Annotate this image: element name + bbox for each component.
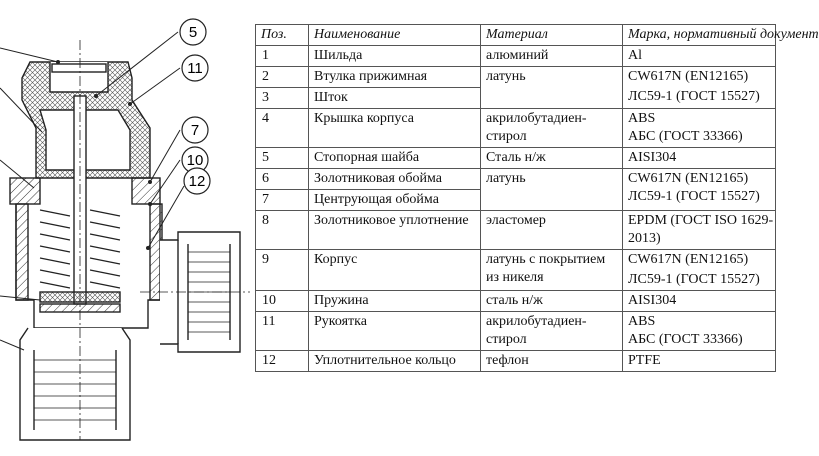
- cell-material: алюминий: [480, 45, 623, 67]
- cell-name: Крышка корпуса: [308, 108, 481, 148]
- cell-material: акрилобутадиен-стирол: [480, 108, 623, 148]
- table-row: 8 Золотниковое уплотнение эластомер EPDM…: [255, 210, 776, 250]
- table-row: 9 Корпус латунь с покрытием из никеля CW…: [255, 249, 776, 291]
- cell-name: Уплотнительное кольцо: [308, 350, 481, 372]
- cell-name: Шток: [308, 87, 481, 109]
- cell-material: латунь с покрытием из никеля: [480, 249, 623, 291]
- cell-pos: 7: [255, 189, 309, 211]
- cell-pos: 9: [255, 249, 309, 291]
- cell-mark: Al: [622, 45, 776, 67]
- svg-text:12: 12: [189, 173, 206, 190]
- cell-pos: 3: [255, 87, 309, 109]
- cell-name: Золотниковое уплотнение: [308, 210, 481, 250]
- cell-name: Корпус: [308, 249, 481, 291]
- table-row: 4 Крышка корпуса акрилобутадиен-стирол A…: [255, 108, 776, 148]
- header-pos: Поз.: [255, 24, 309, 46]
- table-row: 5 Стопорная шайба Сталь н/ж AISI304: [255, 147, 776, 169]
- cell-pos: 10: [255, 290, 309, 312]
- cell-material: латунь: [480, 66, 623, 109]
- cell-pos: 5: [255, 147, 309, 169]
- cell-name: Втулка прижимная: [308, 66, 481, 88]
- header-mark: Марка, нормативный документ: [622, 24, 819, 46]
- svg-text:5: 5: [189, 24, 197, 41]
- table-row: 6 Золотниковая обойма латунь CW617N (EN1…: [255, 168, 776, 211]
- callout-11: 11: [181, 54, 209, 82]
- cell-name: Рукоятка: [308, 311, 481, 351]
- table-row: 7 Центрующая обойма: [255, 189, 776, 211]
- header-material: Материал: [480, 24, 623, 46]
- cell-mark: AISI304: [622, 290, 776, 312]
- callout-7: 7: [181, 116, 209, 144]
- table-row: 12 Уплотнительное кольцо тефлон PTFE: [255, 350, 776, 372]
- table-header-row: Поз. Наименование Материал Марка, нормат…: [255, 24, 819, 46]
- cell-name: Пружина: [308, 290, 481, 312]
- cell-material: эластомер: [480, 210, 623, 250]
- cell-name: Шильда: [308, 45, 481, 67]
- cell-material: акрилобутадиен-стирол: [480, 311, 623, 351]
- cell-mark: AISI304: [622, 147, 776, 169]
- cell-pos: 8: [255, 210, 309, 250]
- table-row: 1 Шильда алюминий Al: [255, 45, 776, 67]
- spec-table: Поз. Наименование Материал Марка, нормат…: [255, 24, 819, 372]
- cell-material: тефлон: [480, 350, 623, 372]
- cell-material: сталь н/ж: [480, 290, 623, 312]
- svg-text:10: 10: [187, 152, 204, 169]
- callout-10: 10: [181, 146, 209, 174]
- cell-mark: CW617N (EN12165)ЛС59-1 (ГОСТ 15527): [622, 168, 776, 211]
- cell-name: Центрующая обойма: [308, 189, 481, 211]
- cell-mark: EPDM (ГОСТ ISO 1629-2013): [622, 210, 776, 250]
- cell-mark: PTFE: [622, 350, 776, 372]
- cell-pos: 11: [255, 311, 309, 351]
- callout-5: 5: [179, 18, 207, 46]
- cell-mark: CW617N (EN12165)ЛС59-1 (ГОСТ 15527): [622, 66, 776, 109]
- table-row: 2 Втулка прижимная латунь CW617N (EN1216…: [255, 66, 776, 109]
- cell-name: Золотниковая обойма: [308, 168, 481, 190]
- valve-section-drawing: 5 11 7 10 12: [0, 18, 250, 441]
- svg-text:7: 7: [191, 122, 199, 139]
- svg-text:11: 11: [187, 60, 203, 77]
- cell-pos: 4: [255, 108, 309, 148]
- cell-pos: 1: [255, 45, 309, 67]
- cell-pos: 12: [255, 350, 309, 372]
- cell-pos: 6: [255, 168, 309, 190]
- cell-pos: 2: [255, 66, 309, 88]
- cell-mark: CW617N (EN12165)ЛС59-1 (ГОСТ 15527): [622, 249, 776, 291]
- cell-name: Стопорная шайба: [308, 147, 481, 169]
- table-row: 10 Пружина сталь н/ж AISI304: [255, 290, 776, 312]
- header-name: Наименование: [308, 24, 481, 46]
- cell-material: латунь: [480, 168, 623, 211]
- callout-12: 12: [183, 167, 211, 195]
- spec-table-container: Поз. Наименование Материал Марка, нормат…: [255, 24, 819, 428]
- cell-material: Сталь н/ж: [480, 147, 623, 169]
